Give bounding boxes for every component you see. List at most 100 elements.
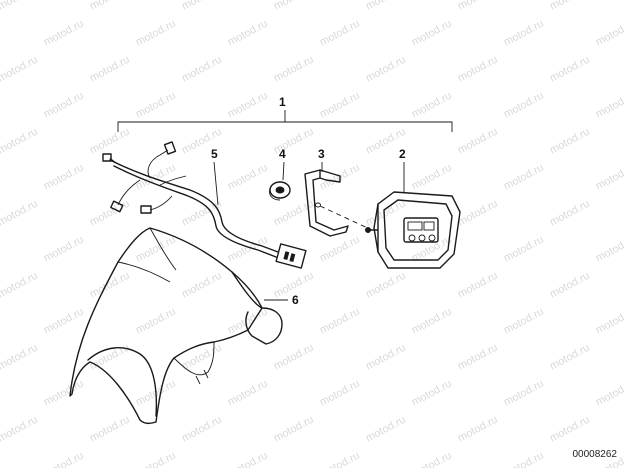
- watermark-text: motod.ru: [502, 90, 546, 121]
- watermark-text: motod.ru: [594, 90, 625, 121]
- watermark-text: motod.ru: [456, 126, 500, 157]
- watermark-text: motod.ru: [456, 414, 500, 445]
- watermark-text: motod.ru: [134, 306, 178, 337]
- watermark-text: motod.ru: [226, 90, 270, 121]
- watermark-text: motod.ru: [548, 126, 592, 157]
- watermark-text: motod.ru: [42, 234, 86, 265]
- grommet: [269, 161, 291, 201]
- watermark-text: motod.ru: [180, 0, 224, 13]
- watermark-text: motod.ru: [0, 54, 40, 85]
- watermark-text: motod.ru: [318, 90, 362, 121]
- watermark-text: motod.ru: [318, 306, 362, 337]
- watermark-text: motod.ru: [364, 342, 408, 373]
- watermark-text: motod.ru: [134, 162, 178, 193]
- watermark-text: motod.ru: [548, 0, 592, 13]
- watermark-text: motod.ru: [364, 414, 408, 445]
- watermark-text: motod.ru: [180, 342, 224, 373]
- watermark-text: motod.ru: [502, 450, 546, 468]
- watermark-text: motod.ru: [594, 234, 625, 265]
- instrument-unit: [365, 162, 461, 269]
- watermark-text: motod.ru: [226, 306, 270, 337]
- watermark-text: motod.ru: [318, 18, 362, 49]
- watermark-text: motod.ru: [0, 342, 40, 373]
- watermark-text: motod.ru: [364, 54, 408, 85]
- watermark-text: motod.ru: [0, 198, 40, 229]
- watermark-text: motod.ru: [134, 18, 178, 49]
- fairing: [69, 227, 288, 425]
- watermark-text: motod.ru: [226, 450, 270, 468]
- callout-2: 2: [399, 147, 406, 161]
- watermark-text: motod.ru: [548, 270, 592, 301]
- watermark-text: motod.ru: [42, 378, 86, 409]
- watermark-text: motod.ru: [594, 306, 625, 337]
- watermark-text: motod.ru: [88, 270, 132, 301]
- watermark-text: motod.ru: [594, 162, 625, 193]
- watermark-text: motod.ru: [502, 162, 546, 193]
- watermark-text: motod.ru: [42, 450, 86, 468]
- watermark-text: motod.ru: [364, 0, 408, 13]
- watermark-text: motod.ru: [42, 90, 86, 121]
- watermark-text: motod.ru: [456, 270, 500, 301]
- watermark-text: motod.ru: [502, 306, 546, 337]
- watermark-text: motod.ru: [226, 18, 270, 49]
- watermark-text: motod.ru: [318, 378, 362, 409]
- callout-3: 3: [318, 147, 325, 161]
- watermark-text: motod.ru: [0, 270, 40, 301]
- watermark-text: motod.ru: [594, 378, 625, 409]
- watermark-text: motod.ru: [88, 54, 132, 85]
- watermark-text: motod.ru: [548, 198, 592, 229]
- watermark-text: motod.ru: [364, 198, 408, 229]
- watermark-text: motod.ru: [226, 234, 270, 265]
- watermark-text: motod.ru: [134, 90, 178, 121]
- watermark-text: motod.ru: [42, 162, 86, 193]
- callout-5: 5: [211, 147, 218, 161]
- watermark-text: motod.ru: [88, 198, 132, 229]
- watermark-text: motod.ru: [410, 378, 454, 409]
- callout-1: 1: [279, 95, 286, 109]
- watermark-text: motod.ru: [0, 0, 40, 13]
- watermark-text: motod.ru: [548, 414, 592, 445]
- watermark-text: motod.ru: [226, 162, 270, 193]
- watermark-text: motod.ru: [364, 270, 408, 301]
- watermark-text: motod.ru: [456, 0, 500, 13]
- watermark-text: motod.ru: [0, 414, 40, 445]
- watermark-text: motod.ru: [502, 234, 546, 265]
- watermark-text: motod.ru: [88, 342, 132, 373]
- mounting-bracket: [304, 162, 373, 237]
- assembly-bracket: [117, 110, 453, 132]
- watermark-text: motod.ru: [42, 306, 86, 337]
- watermark-text: motod.ru: [180, 270, 224, 301]
- watermark-text: motod.ru: [88, 0, 132, 13]
- watermark-text: motod.ru: [134, 450, 178, 468]
- watermark-text: motod.ru: [548, 54, 592, 85]
- watermark-text: motod.ru: [410, 162, 454, 193]
- watermark-text: motod.ru: [88, 414, 132, 445]
- watermark-text: motod.ru: [548, 342, 592, 373]
- watermark-text: motod.ru: [318, 234, 362, 265]
- watermark-text: motod.ru: [272, 54, 316, 85]
- watermark-text: motod.ru: [272, 0, 316, 13]
- callout-4: 4: [279, 147, 286, 161]
- watermark-text: motod.ru: [410, 18, 454, 49]
- wiring-harness: [102, 141, 307, 269]
- watermark-text: motod.ru: [180, 54, 224, 85]
- watermark-text: motod.ru: [502, 378, 546, 409]
- watermark-text: motod.ru: [318, 450, 362, 468]
- watermark-text: motod.ru: [456, 198, 500, 229]
- watermark-text: motod.ru: [410, 450, 454, 468]
- callout-6: 6: [292, 293, 299, 307]
- watermark-text: motod.ru: [226, 378, 270, 409]
- watermark-text: motod.ru: [88, 126, 132, 157]
- watermark-text: motod.ru: [594, 18, 625, 49]
- watermark-text: motod.ru: [272, 342, 316, 373]
- watermark-text: motod.ru: [456, 342, 500, 373]
- watermark-text: motod.ru: [502, 18, 546, 49]
- watermark-text: motod.ru: [456, 54, 500, 85]
- watermark-text: motod.ru: [272, 414, 316, 445]
- watermark-text: motod.ru: [410, 90, 454, 121]
- watermark-text: motod.ru: [180, 414, 224, 445]
- watermark-text: motod.ru: [42, 18, 86, 49]
